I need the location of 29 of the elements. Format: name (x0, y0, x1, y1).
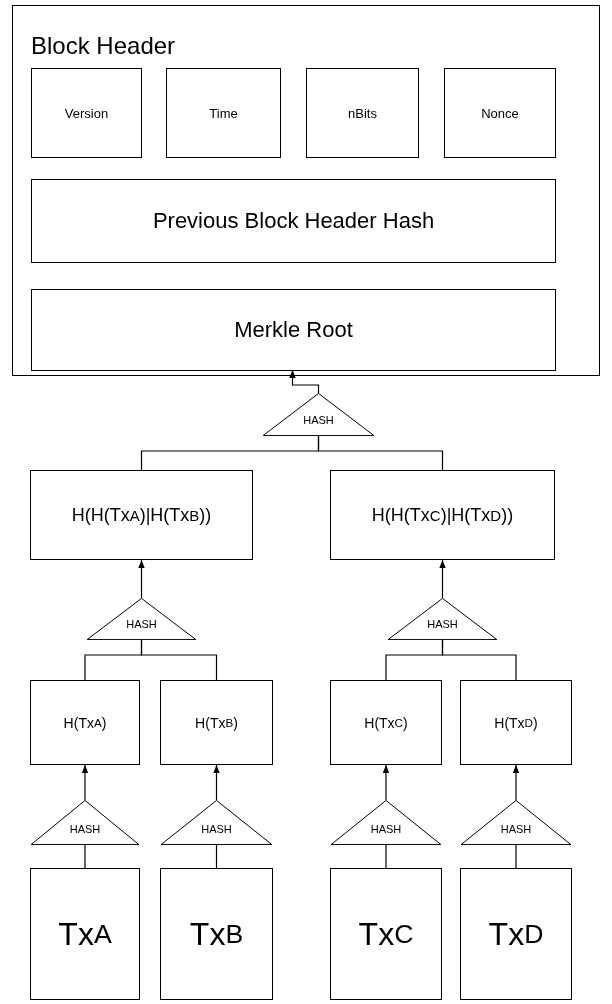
connector-line (385, 844, 387, 869)
hash-triangle: HASH (330, 800, 442, 845)
connector-line (317, 435, 444, 471)
arrow (289, 369, 320, 394)
panel-title: Block Header (31, 32, 176, 60)
hash-triangle: HASH (86, 598, 197, 640)
arrow (512, 764, 520, 801)
process-box: Merkle Root (31, 289, 556, 371)
arrow (213, 764, 220, 801)
hash-triangle: HASH (262, 393, 375, 436)
process-box: Version (31, 68, 142, 158)
hash-triangle: HASH (460, 800, 572, 845)
hash-triangle: HASH (30, 800, 140, 845)
arrow (439, 559, 446, 599)
connector-line (441, 639, 517, 681)
connector-line (515, 844, 517, 869)
process-box: Previous Block Header Hash (31, 179, 556, 263)
hash-triangle: HASH (160, 800, 273, 845)
process-box: Time (166, 68, 281, 158)
hash-triangle: HASH (387, 598, 498, 640)
arrow (138, 559, 145, 599)
header-panel (12, 5, 600, 376)
process-box: nBits (306, 68, 419, 158)
arrow (81, 764, 89, 801)
process-box: Nonce (444, 68, 556, 158)
connector-line (84, 844, 86, 869)
connector-line (140, 639, 218, 681)
connector-line (215, 844, 218, 869)
arrow (382, 764, 390, 801)
